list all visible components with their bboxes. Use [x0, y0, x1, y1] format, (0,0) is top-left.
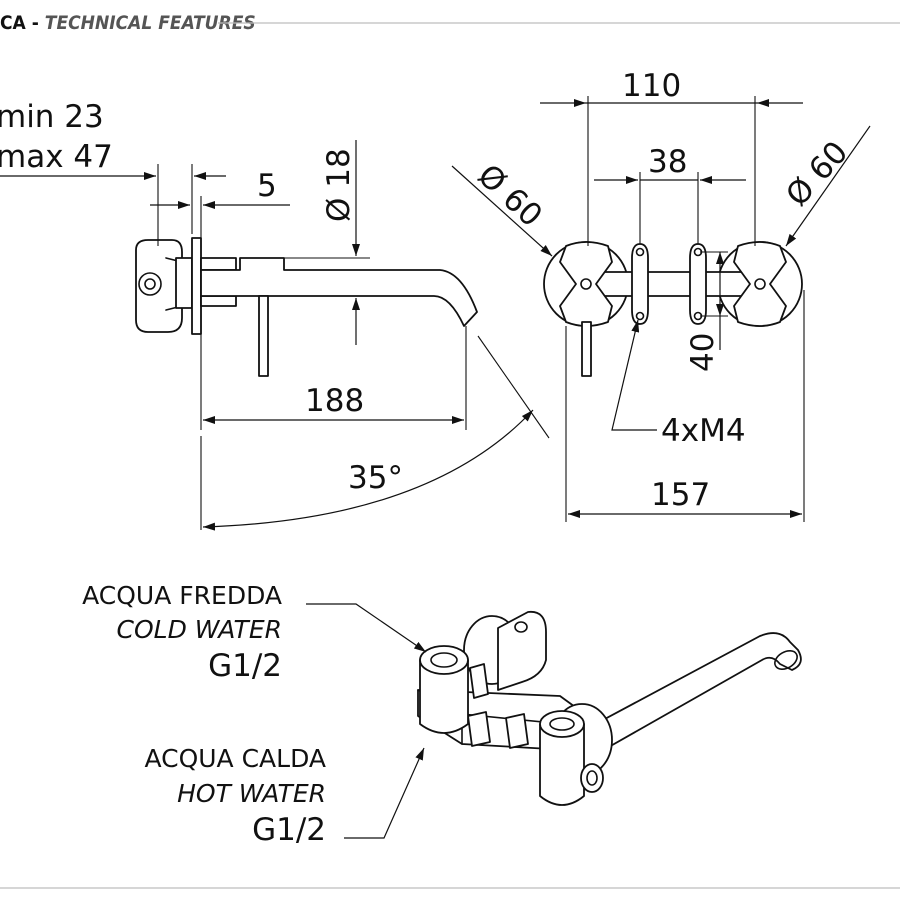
cold-water-thread: G1/2 — [208, 648, 282, 684]
left-rosette-diameter-label: Ø 60 — [471, 158, 549, 235]
iso-side-cap — [580, 763, 604, 793]
mount-height-label: 40 — [685, 333, 721, 372]
hot-water-label-it: ACQUA CALDA — [144, 744, 326, 773]
max-depth-label: max 47 — [0, 139, 113, 175]
iso-cold-inlet — [419, 659, 469, 734]
hot-water-thread: G1/2 — [252, 812, 326, 848]
spout — [200, 257, 478, 327]
spout-diameter-label: Ø 18 — [321, 148, 357, 222]
right-handle — [733, 241, 787, 327]
connecting-bar — [585, 271, 761, 297]
min-depth-label: min 23 — [0, 99, 104, 135]
header-section-title: TECHNICAL FEATURES — [45, 12, 256, 34]
iso-hot-inlet — [539, 723, 585, 806]
spout-length-label: 188 — [305, 383, 364, 419]
isometric-view: ACQUA FREDDA COLD WATER G1/2 ACQUA CALDA… — [82, 581, 802, 848]
front-lever — [581, 321, 592, 377]
left-handle — [559, 241, 613, 327]
rotation-angle-label: 35° — [348, 460, 403, 496]
header-title: CA - TECHNICAL FEATURES — [0, 12, 256, 34]
side-view: min 23 max 47 5 Ø 18 188 35° — [0, 99, 550, 531]
valve-body — [175, 257, 193, 309]
screws-label: 4xM4 — [661, 413, 746, 449]
wall-plate — [191, 237, 202, 335]
lever — [258, 295, 269, 377]
front-view: 110 38 Ø 60 Ø 60 40 4xM4 157 — [451, 68, 871, 522]
iso-cartridge — [497, 610, 547, 691]
plate-thickness-label: 5 — [257, 168, 277, 204]
handle-spacing-label: 110 — [622, 68, 681, 104]
cold-water-label-en: COLD WATER — [117, 615, 282, 644]
hot-water-label-en: HOT WATER — [177, 779, 326, 808]
iso-spout — [587, 632, 802, 753]
mount-spacing-label: 38 — [648, 144, 687, 180]
total-width-label: 157 — [651, 477, 710, 513]
cold-water-label-it: ACQUA FREDDA — [82, 581, 282, 610]
handle-screw — [138, 272, 162, 296]
header: CA - TECHNICAL FEATURES — [0, 12, 900, 34]
